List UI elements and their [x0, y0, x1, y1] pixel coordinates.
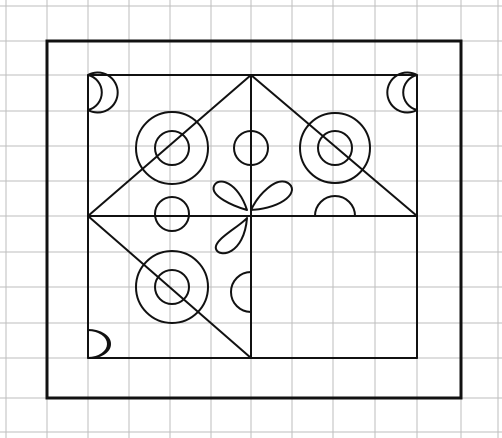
- single-circle-left-middle: [155, 197, 189, 231]
- half-circle-lower-center: [231, 272, 251, 312]
- leaf-petal-left: [214, 181, 247, 210]
- half-circle-center-right: [315, 196, 355, 216]
- half-circle-bottom-left: [88, 330, 110, 358]
- leaf-petal-bottom: [216, 218, 247, 253]
- half-circle-top-left: [88, 73, 118, 113]
- leaf-petal-right: [251, 182, 292, 210]
- half-circle-top-right: [387, 72, 417, 112]
- double-circle-top-left: [136, 112, 208, 184]
